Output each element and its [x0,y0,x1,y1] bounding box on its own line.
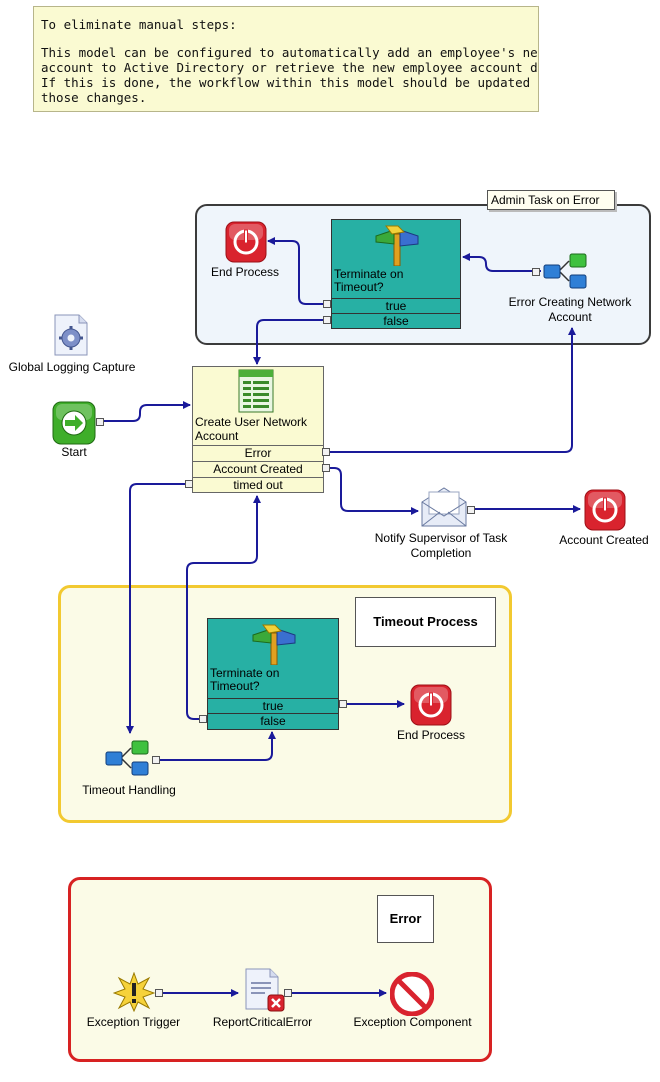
no-entry-icon[interactable] [390,972,434,1016]
note-line: account to Active Directory or retrieve … [41,60,539,75]
terminate-on-timeout-decision[interactable]: Terminate on Timeout? true false [331,219,461,329]
error-region[interactable] [68,877,492,1062]
exception-trigger-icon[interactable] [113,972,155,1012]
connector-timedout-to-handling [126,483,187,734]
workflow-icon[interactable] [105,740,155,776]
timeout-handling-label: Timeout Handling [82,783,176,797]
decision-outcome-true[interactable]: true [208,698,338,713]
decision-title: Terminate on Timeout? [334,267,404,294]
stop-icon[interactable] [410,684,452,726]
error-region-title: Error [377,895,434,943]
decision-outcome-false[interactable]: false [332,313,460,328]
port-true-in[interactable] [323,300,331,308]
task-title: Create User Network Account [195,415,308,443]
connector-account-created-to-notify [329,467,419,515]
task-outcome-error[interactable]: Error [193,445,323,461]
task-outcome-account-created[interactable]: Account Created [193,461,323,477]
port-timeout-false-out[interactable] [199,715,207,723]
exception-trigger-label: Exception Trigger [86,1015,181,1029]
connector-timeout-false-to-task [186,495,261,720]
end-process-label: End Process [210,265,280,279]
error-creating-account-label: Error Creating Network Account [508,295,632,324]
port-false-out[interactable] [323,316,331,324]
report-error-icon[interactable] [244,968,286,1012]
port-error-out[interactable] [322,448,330,456]
stop-icon[interactable] [225,221,267,263]
form-icon [238,369,274,413]
create-user-network-account-task[interactable]: Create User Network Account Error Accoun… [192,366,324,493]
timeout-process-title: Timeout Process [355,597,496,647]
note-title: To eliminate manual steps: [41,17,237,32]
start-label: Start [61,445,87,459]
port-trigger-out[interactable] [155,989,163,997]
global-logging-label: Global Logging Capture [8,360,136,374]
connector-admin-false-to-task [253,319,326,365]
note-line: If this is done, the workflow within thi… [41,75,538,90]
port-start-out[interactable] [96,418,104,426]
envelope-icon[interactable] [420,486,468,528]
signpost-icon [375,225,419,266]
timeout-terminate-decision[interactable]: Terminate on Timeout? true false [207,618,339,730]
connector-error-to-error-account [329,327,576,453]
connector-handling-to-timeout-decision [159,731,276,761]
gear-document-icon[interactable] [53,314,89,356]
end-process-label: End Process [396,728,466,742]
start-icon[interactable] [52,401,96,445]
note-line: This model can be configured to automati… [41,45,539,60]
exception-component-label: Exception Component [353,1015,472,1029]
signpost-icon [252,624,296,665]
decision-outcome-true[interactable]: true [332,298,460,313]
instructions-note: To eliminate manual steps: This model ca… [33,6,539,112]
port-workflow-out[interactable] [532,268,540,276]
admin-task-tag: Admin Task on Error [487,190,615,210]
port-account-created-out[interactable] [322,464,330,472]
port-timed-out-out[interactable] [185,480,193,488]
report-critical-error-label: ReportCriticalError [212,1015,313,1029]
port-notify-out[interactable] [467,506,475,514]
stop-icon[interactable] [584,489,626,531]
port-timeout-true-out[interactable] [339,700,347,708]
connector-admin-true-to-end [267,237,326,305]
workflow-icon[interactable] [543,253,593,289]
port-report-out[interactable] [284,989,292,997]
decision-title: Terminate on Timeout? [210,666,280,693]
decision-outcome-false[interactable]: false [208,713,338,728]
task-outcome-timed-out[interactable]: timed out [193,477,323,493]
account-created-label: Account Created [559,533,649,547]
notify-supervisor-label: Notify Supervisor of Task Completion [374,531,508,560]
note-line: those changes. [41,90,147,105]
connector-error-account-to-decision [462,253,541,272]
port-handling-out[interactable] [152,756,160,764]
connector-start-to-task [102,401,191,422]
